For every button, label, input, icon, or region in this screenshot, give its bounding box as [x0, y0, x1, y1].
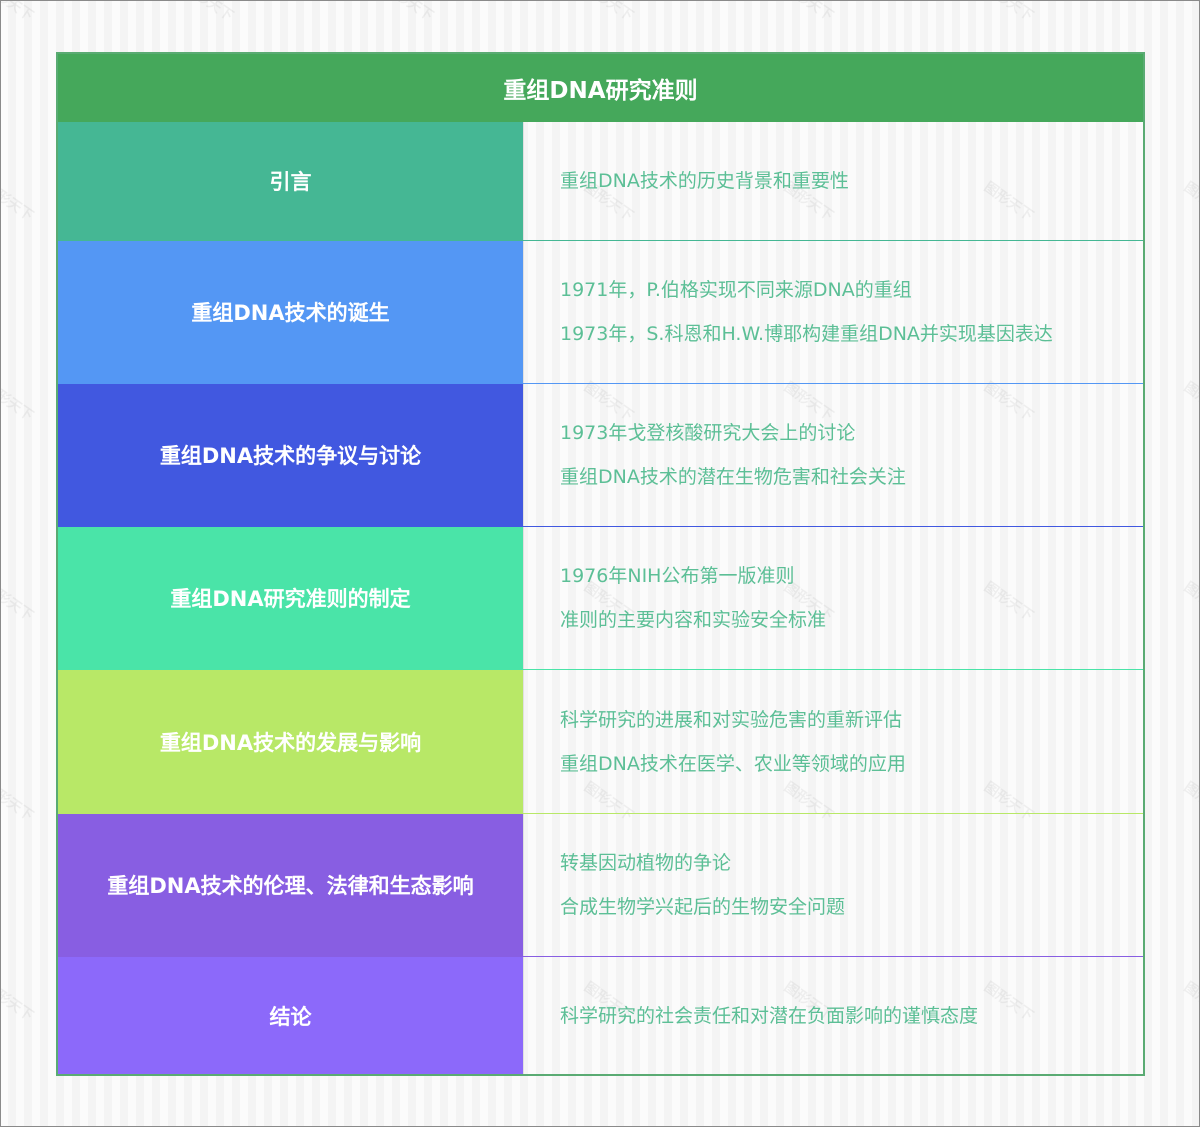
watermark-text: 图形天下	[1180, 579, 1199, 625]
watermark-text: 图形天下	[1180, 379, 1199, 425]
watermark-text: 图形天下	[1180, 979, 1199, 1025]
table-row: 重组DNA技术的诞生 1971年，P.伯格实现不同来源DNA的重组 1973年，S.…	[58, 241, 1143, 384]
watermark-text: 图形天下	[980, 1, 1036, 25]
watermark-text: 图形天下	[580, 1, 636, 25]
section-details: 科学研究的社会责任和对潜在负面影响的谨慎态度	[523, 957, 1143, 1074]
watermark-text: 图形天下	[1, 579, 36, 625]
table-row: 结论 科学研究的社会责任和对潜在负面影响的谨慎态度	[58, 957, 1143, 1074]
detail-item: 重组DNA技术的历史背景和重要性	[560, 170, 849, 192]
section-label: 重组DNA技术的伦理、法律和生态影响	[58, 814, 523, 956]
watermark-text: 图形天下	[1180, 1, 1199, 25]
detail-item: 科学研究的社会责任和对潜在负面影响的谨慎态度	[560, 1004, 979, 1027]
section-label: 重组DNA研究准则的制定	[58, 527, 523, 669]
section-label: 重组DNA技术的诞生	[58, 241, 523, 383]
section-label: 重组DNA技术的争议与讨论	[58, 384, 523, 526]
detail-item: 1973年，S.科恩和H.W.博耶构建重组DNA并实现基因表达	[560, 323, 1053, 345]
detail-item: 1976年NIH公布第一版准则	[560, 565, 795, 587]
detail-item: 1973年戈登核酸研究大会上的讨论	[560, 422, 856, 444]
watermark-text: 图形天下	[1, 779, 36, 825]
table-row: 重组DNA技术的伦理、法律和生态影响转基因动植物的争论合成生物学兴起后的生物安全…	[58, 814, 1143, 957]
detail-item: 转基因动植物的争论	[560, 852, 732, 874]
watermark-text: 图形天下	[1, 179, 36, 225]
section-details: 1973年戈登核酸研究大会上的讨论重组DNA技术的潜在生物危害和社会关注	[523, 384, 1143, 526]
watermark-text: 图形天下	[1, 379, 36, 425]
watermark-text: 图形天下	[1180, 779, 1199, 825]
section-details: 1971年，P.伯格实现不同来源DNA的重组 1973年，S.科恩和H.W.博耶构…	[523, 241, 1143, 383]
watermark-text: 图形天下	[1, 1, 36, 25]
section-details: 1976年NIH公布第一版准则准则的主要内容和实验安全标准	[523, 527, 1143, 669]
watermark-text: 图形天下	[780, 1, 836, 25]
watermark-text: 图形天下	[1180, 179, 1199, 225]
detail-item: 准则的主要内容和实验安全标准	[560, 609, 827, 631]
section-details: 重组DNA技术的历史背景和重要性	[523, 122, 1143, 240]
section-label: 重组DNA技术的发展与影响	[58, 670, 523, 813]
section-details: 转基因动植物的争论合成生物学兴起后的生物安全问题	[523, 814, 1143, 956]
watermark-text: 图形天下	[1, 979, 36, 1025]
table-row: 重组DNA技术的发展与影响科学研究的进展和对实验危害的重新评估重组DNA技术在医…	[58, 670, 1143, 814]
detail-item: 合成生物学兴起后的生物安全问题	[560, 896, 846, 918]
section-label: 结论	[58, 957, 523, 1074]
detail-item: 1971年，P.伯格实现不同来源DNA的重组	[560, 279, 912, 301]
section-details: 科学研究的进展和对实验危害的重新评估重组DNA技术在医学、农业等领域的应用	[523, 670, 1143, 813]
detail-item: 重组DNA技术在医学、农业等领域的应用	[560, 752, 906, 775]
watermark-text: 图形天下	[180, 1, 236, 25]
watermark-text: 图形天下	[380, 1, 436, 25]
detail-item: 重组DNA技术的潜在生物危害和社会关注	[560, 466, 906, 488]
detail-item: 科学研究的进展和对实验危害的重新评估	[560, 708, 903, 731]
table-row: 引言 重组DNA技术的历史背景和重要性	[58, 122, 1143, 241]
table-title: 重组DNA研究准则	[58, 54, 1143, 122]
section-label: 引言	[58, 122, 523, 240]
